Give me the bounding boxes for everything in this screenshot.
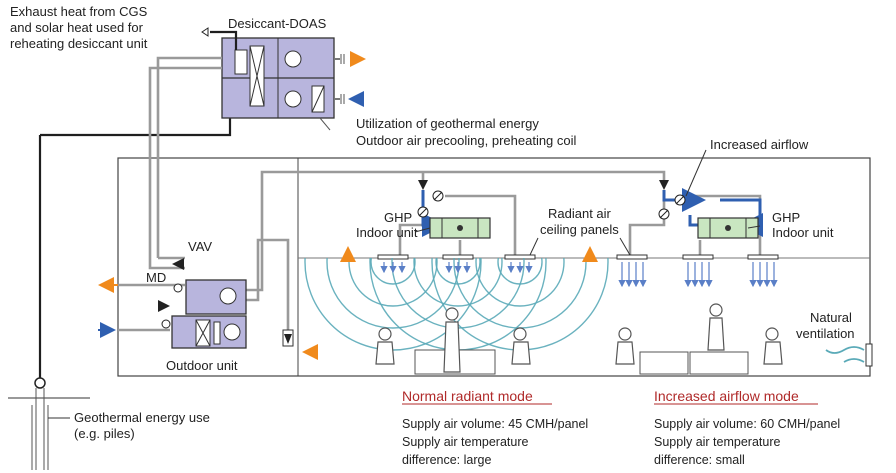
natural-ventilation-label-2: ventilation (796, 326, 855, 341)
radiant-panels-label-1: Radiant air (548, 206, 612, 221)
leader-lines (414, 149, 761, 256)
increased-mode-title: Increased airflow mode (654, 388, 799, 404)
radiant-panels-label-2: ceiling panels (540, 222, 619, 237)
fan-icon (284, 90, 302, 108)
geothermal-pile-system (8, 118, 232, 470)
increased-airflow-label: Increased airflow (710, 137, 809, 152)
ghp-left-label-2: Indoor unit (356, 225, 418, 240)
ceiling-panels (377, 254, 779, 260)
geothermal-util-label-2: Outdoor air precooling, preheating coil (356, 133, 577, 148)
exhaust-heat-label-1: Exhaust heat from CGS (10, 4, 148, 19)
normal-mode-line-3: difference: large (402, 453, 491, 467)
normal-mode-line-2: Supply air temperature (402, 435, 529, 449)
fan-icon (284, 50, 302, 68)
exhaust-arrows (98, 246, 598, 360)
outdoor-unit-label: Outdoor unit (166, 358, 238, 373)
ghp-indoor-unit-left (429, 217, 491, 239)
desiccant-doas-label: Desiccant-DOAS (228, 16, 327, 31)
natural-ventilation-label-1: Natural (810, 310, 852, 325)
increased-mode-line-3: difference: small (654, 453, 745, 467)
fan-icon (219, 287, 237, 305)
damper-icons (417, 180, 686, 220)
ghp-right-label-1: GHP (772, 210, 800, 225)
pump-icon (34, 377, 46, 389)
increased-mode-line-2: Supply air temperature (654, 435, 781, 449)
geothermal-use-label-2: (e.g. piles) (74, 426, 135, 441)
increased-mode-line-1: Supply air volume: 60 CMH/panel (654, 417, 840, 431)
ghp-indoor-unit-right (697, 217, 759, 239)
downward-airflow-arrows (380, 262, 778, 288)
natural-ventilation-arrows (825, 343, 873, 367)
vav-label: VAV (188, 239, 212, 254)
normal-mode-line-1: Supply air volume: 45 CMH/panel (402, 417, 588, 431)
exhaust-heat-label-2: and solar heat used for (10, 20, 144, 35)
ghp-left-label-1: GHP (384, 210, 412, 225)
md-label: MD (146, 270, 166, 285)
outdoor-unit (158, 258, 294, 349)
exhaust-heat-label-3: reheating desiccant unit (10, 36, 148, 51)
fan-icon (223, 323, 241, 341)
ghp-right-label-2: Indoor unit (772, 225, 834, 240)
normal-mode-title: Normal radiant mode (402, 388, 533, 404)
office-occupants (375, 303, 783, 375)
geothermal-util-label-1: Utilization of geothermal energy (356, 116, 539, 131)
geothermal-use-label-1: Geothermal energy use (74, 410, 210, 425)
desiccant-doas-unit (201, 27, 366, 131)
